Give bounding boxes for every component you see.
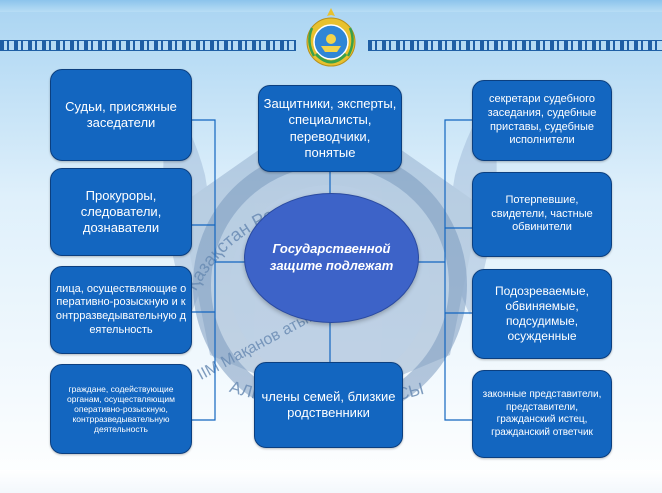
box-prosecutors: Прокуроры, следователи, дознаватели: [50, 168, 192, 256]
emblem-icon: [306, 8, 356, 67]
box-judges: Судьи, присяжные заседатели: [50, 69, 192, 161]
box-representatives: законные представители, представители, г…: [472, 370, 612, 458]
box-operative-persons-text: лица, осуществляющие оперативно-розыскну…: [55, 282, 187, 336]
box-representatives-text: законные представители, представители, г…: [482, 389, 602, 438]
center-circle: Государственной защите подлежат: [244, 193, 419, 323]
center-text: Государственной защите подлежат: [269, 241, 394, 273]
box-victims: Потерпевшие, свидетели, частные обвините…: [472, 172, 612, 257]
box-court-secretaries: секретари судебного заседания, судебные …: [472, 80, 612, 161]
ornament-left: [0, 40, 296, 51]
box-defenders: Защитники, эксперты, специалисты, перево…: [258, 85, 402, 172]
top-gradient-strip: [0, 0, 662, 12]
box-assisting-citizens-text: граждане, содействующие органам, осущест…: [67, 383, 175, 435]
box-victims-text: Потерпевшие, свидетели, частные обвините…: [491, 193, 593, 234]
box-family-members-text: члены семей, близкие родственники: [261, 388, 396, 420]
box-court-secretaries-text: секретари судебного заседания, судебные …: [487, 93, 597, 147]
box-prosecutors-text: Прокуроры, следователи, дознаватели: [80, 187, 162, 236]
box-assisting-citizens: граждане, содействующие органам, осущест…: [50, 364, 192, 454]
box-operative-persons: лица, осуществляющие оперативно-розыскну…: [50, 266, 192, 354]
box-family-members: члены семей, близкие родственники: [254, 362, 403, 448]
box-judges-text: Судьи, присяжные заседатели: [65, 98, 177, 130]
box-suspects-text: Подозреваемые, обвиняемые, подсудимые, о…: [495, 284, 589, 343]
box-suspects: Подозреваемые, обвиняемые, подсудимые, о…: [472, 269, 612, 359]
box-defenders-text: Защитники, эксперты, специалисты, перево…: [263, 96, 397, 160]
bottom-strip: [0, 470, 662, 493]
ornament-right: [368, 40, 662, 51]
